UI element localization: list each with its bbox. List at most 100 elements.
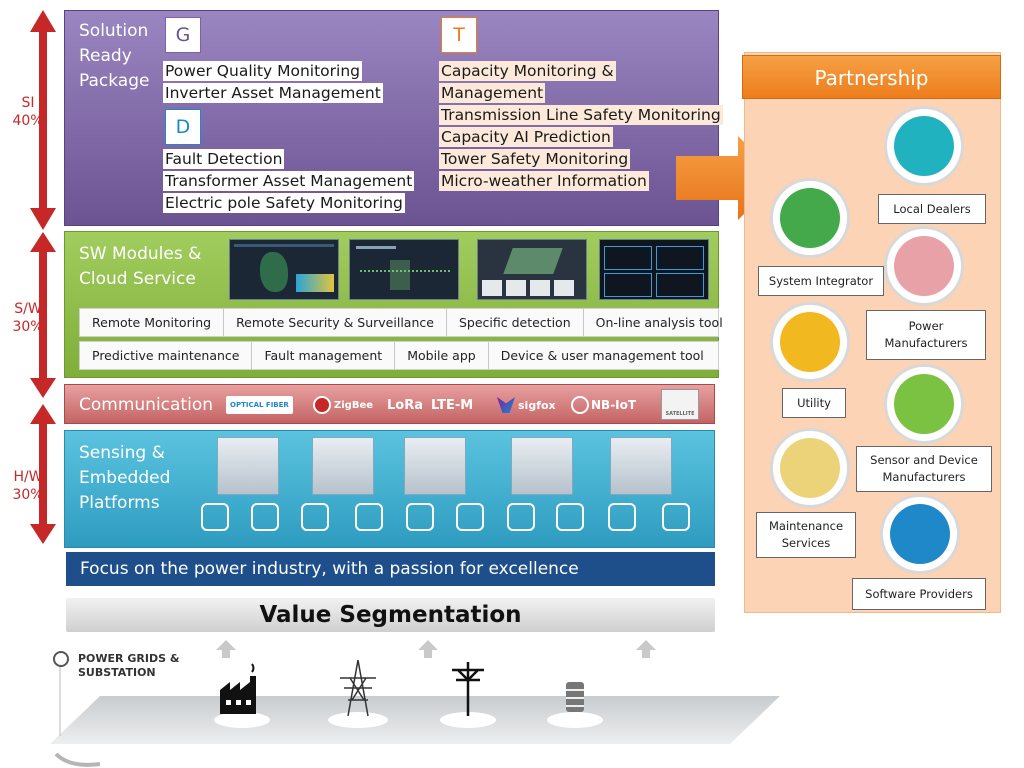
sol-item: Management xyxy=(439,83,546,103)
transformer-icon xyxy=(547,682,603,728)
clamp-sensor-photo xyxy=(404,437,466,495)
module-label: Device & user management tool xyxy=(500,348,704,363)
module-label: Remote Monitoring xyxy=(80,309,225,336)
letter-d: D xyxy=(165,109,201,145)
power-grids-label: POWER GRIDS & SUBSTATION xyxy=(78,652,180,679)
utility-pole-icon xyxy=(440,662,496,728)
module-label: Remote Security & Surveillance xyxy=(224,309,447,336)
hw-range-arrow xyxy=(30,404,56,544)
si-range-arrow xyxy=(30,10,56,230)
hw-label: H/W 30% xyxy=(12,469,44,503)
t-items: Capacity Monitoring & Management Transmi… xyxy=(439,61,723,193)
optical-fiber-logo: OPTICAL FIBER xyxy=(226,396,293,414)
radiation-sensor-icon xyxy=(301,503,329,531)
tower-station-photo xyxy=(511,437,573,495)
system-integrator-label: System Integrator xyxy=(758,266,884,296)
sigfox-logo: sigfox xyxy=(497,396,556,414)
sol-item: Micro-weather Information xyxy=(439,171,649,191)
zigbee-logo: ZigBee xyxy=(313,396,373,414)
sol-item: Inverter Asset Management xyxy=(163,83,383,103)
sw-modules-cloud: SW Modules & Cloud Service Remote Monito… xyxy=(64,231,723,378)
sensor-device-circle xyxy=(884,364,964,444)
gears-icon xyxy=(780,438,840,498)
power-manufacturers-label: Power Manufacturers xyxy=(866,310,986,360)
utility-circle xyxy=(770,302,850,382)
sol-item: Capacity AI Prediction xyxy=(439,127,613,147)
solution-ready-package: Solution Ready Package G Power Quality M… xyxy=(64,10,723,226)
antenna-sensor-icon xyxy=(251,503,279,531)
gateway-device-photo xyxy=(312,437,374,495)
lora-logo: LoRa xyxy=(387,397,423,413)
module-label: Predictive maintenance xyxy=(80,342,253,369)
letter-t: T xyxy=(441,17,477,53)
water-level-icon xyxy=(556,503,584,531)
d-items: Fault Detection Transformer Asset Manage… xyxy=(163,149,415,215)
sensor-device-label: Sensor and Device Manufacturers xyxy=(856,446,992,492)
sigfox-icon xyxy=(497,397,515,413)
software-providers-label: Software Providers xyxy=(852,578,986,610)
zigbee-icon xyxy=(313,396,331,414)
nb-iot-logo: NB-IoT xyxy=(571,396,636,414)
communication-layer: Communication OPTICAL FIBER ZigBee LoRa … xyxy=(64,384,715,424)
maintenance-label: Maintenance Services xyxy=(756,512,856,558)
maintenance-circle xyxy=(770,428,850,508)
module-label: Specific detection xyxy=(447,309,584,336)
comm-title: Communication xyxy=(79,395,213,415)
vibration-icon xyxy=(662,503,690,531)
solution-title: Solution Ready Package xyxy=(79,21,150,91)
sw-title: SW Modules & Cloud Service xyxy=(79,244,202,289)
dashboard-screenshot-map xyxy=(229,239,339,300)
value-segmentation-bar: Value Segmentation xyxy=(66,598,715,632)
up-arrow-icon xyxy=(216,640,236,658)
up-arrow-icon xyxy=(418,640,438,658)
sensing-embedded-platforms: Sensing & Embedded Platforms xyxy=(64,430,715,548)
local-dealers-circle xyxy=(884,106,964,186)
dashboard-screenshot-chart xyxy=(349,239,459,300)
sol-item: Transformer Asset Management xyxy=(163,171,415,191)
sol-item: Capacity Monitoring & xyxy=(439,61,616,81)
utility-label: Utility xyxy=(782,388,846,418)
thermometer-icon xyxy=(507,503,535,531)
sine-wave-icon xyxy=(456,503,484,531)
partnership-title: Partnership xyxy=(742,55,1001,99)
factory-icon xyxy=(214,663,270,728)
handshake-icon xyxy=(894,116,954,176)
network-icon xyxy=(780,188,840,248)
sw-label: S/W 30% xyxy=(12,301,44,335)
waveform-sensor-icon xyxy=(201,503,229,531)
local-dealers-label: Local Dealers xyxy=(878,194,986,224)
si-label: SI 40% xyxy=(12,95,44,129)
module-label: Fault management xyxy=(252,342,396,369)
circle-bullet-icon xyxy=(53,651,69,667)
sol-item: Electric pole Safety Monitoring xyxy=(163,193,405,213)
sol-item: Transmission Line Safety Monitoring xyxy=(439,105,723,125)
sw-modules-row-2: Predictive maintenance Fault management … xyxy=(79,341,719,370)
wifi-icon xyxy=(894,374,954,434)
sol-item: Fault Detection xyxy=(163,149,285,169)
humidity-icon xyxy=(608,503,636,531)
software-providers-circle xyxy=(880,494,960,574)
satellite-logo: SATELLITE xyxy=(661,389,699,420)
sol-item: Tower Safety Monitoring xyxy=(439,149,631,169)
sw-modules-row-1: Remote Monitoring Remote Security & Surv… xyxy=(79,308,723,337)
monitor-icon xyxy=(890,504,950,564)
coil-sensor-icon xyxy=(406,503,434,531)
dashboard-screenshot-waveforms xyxy=(599,239,709,300)
plug-icon xyxy=(780,312,840,372)
letter-g: G xyxy=(165,17,201,53)
module-label: Mobile app xyxy=(395,342,489,369)
focus-banner: Focus on the power industry, with a pass… xyxy=(66,552,715,586)
lte-m-logo: LTE-M xyxy=(431,397,474,413)
sw-range-arrow xyxy=(30,232,56,398)
excavator-icon xyxy=(894,236,954,296)
power-manufacturers-circle xyxy=(884,226,964,306)
module-label: On-line analysis tool xyxy=(595,315,723,330)
solar-station-photo xyxy=(610,437,672,495)
sensing-title: Sensing & Embedded Platforms xyxy=(79,443,171,513)
dashboard-screenshot-3d xyxy=(477,239,587,300)
g-items: Power Quality Monitoring Inverter Asset … xyxy=(163,61,383,105)
transmission-tower-icon xyxy=(328,659,388,728)
meter-sensor-icon xyxy=(355,503,383,531)
sol-item: Power Quality Monitoring xyxy=(163,61,362,81)
up-arrow-icon xyxy=(636,640,656,658)
